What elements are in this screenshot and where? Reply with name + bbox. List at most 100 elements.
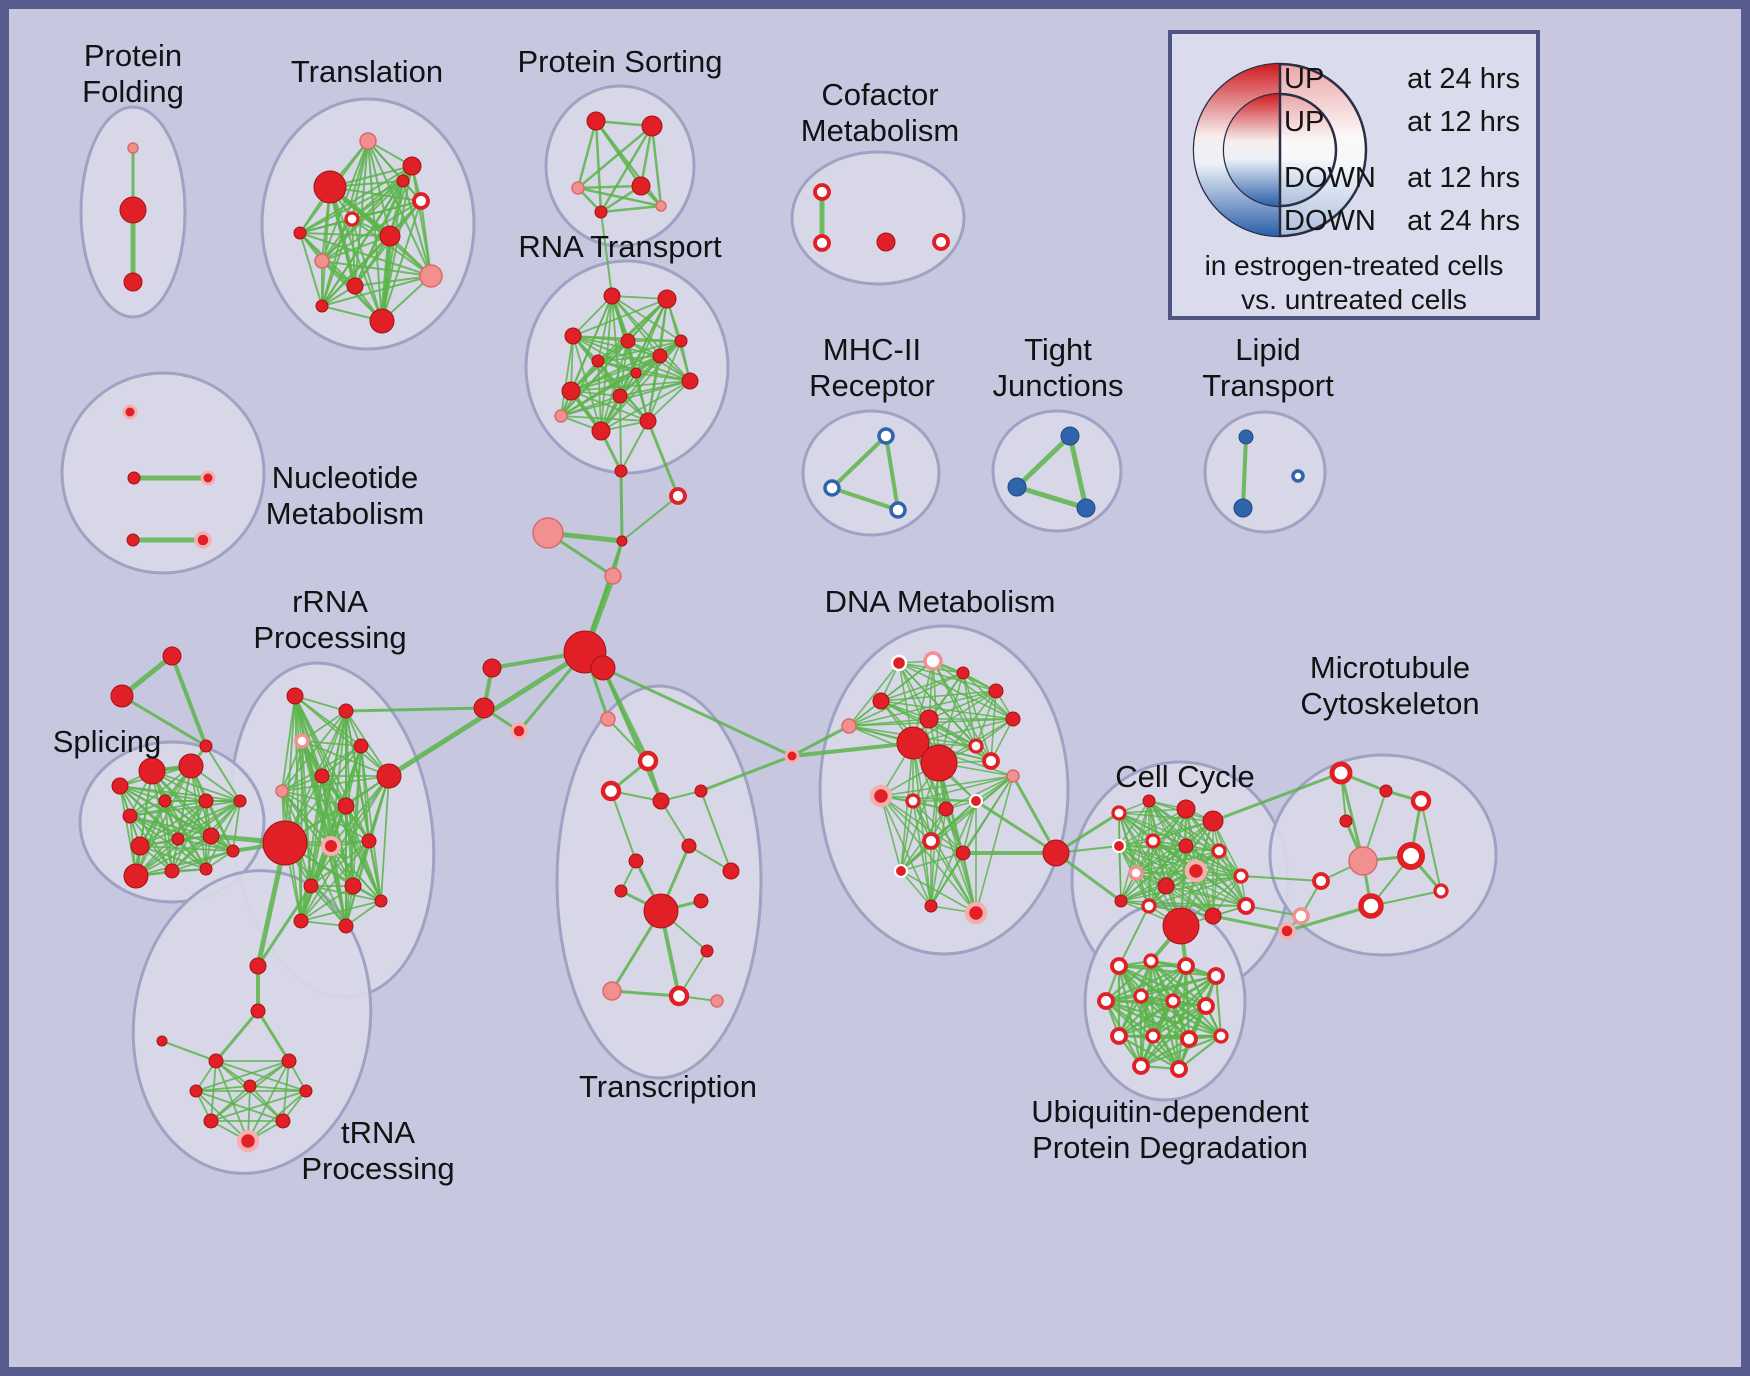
- network-edge: [699, 754, 794, 793]
- network-edge: [900, 870, 932, 907]
- cluster-label: Processing: [301, 1151, 454, 1186]
- network-node: [1110, 957, 1128, 975]
- network-edge: [195, 1060, 290, 1092]
- legend-inner-left-half: [1224, 94, 1280, 206]
- network-node: [1007, 477, 1027, 497]
- network-edge: [247, 1060, 290, 1142]
- network-node: [1358, 893, 1384, 919]
- network-node: [823, 479, 841, 497]
- network-edge: [299, 218, 353, 234]
- network-edge: [912, 800, 977, 914]
- network-edge: [880, 795, 977, 914]
- network-node: [194, 531, 212, 549]
- network-node: [293, 226, 307, 240]
- network-node: [700, 944, 714, 958]
- cluster-label: Lipid: [1235, 332, 1301, 367]
- network-node: [639, 412, 657, 430]
- cluster-label: rRNA: [292, 584, 368, 619]
- network-edge: [1148, 875, 1242, 907]
- network-edge: [1165, 885, 1214, 917]
- network-edge: [330, 845, 382, 902]
- network-node: [243, 1079, 257, 1093]
- network-node: [250, 1003, 266, 1019]
- network-edge: [599, 204, 663, 214]
- network-node: [1111, 838, 1127, 854]
- network-edge: [310, 840, 370, 887]
- network-edge: [345, 805, 354, 887]
- network-edge: [321, 186, 331, 307]
- network-node: [275, 1113, 291, 1129]
- network-node: [641, 115, 663, 137]
- network-edge: [139, 800, 207, 847]
- network-edge: [321, 775, 382, 902]
- network-edge: [621, 495, 679, 542]
- network-edge: [1120, 900, 1214, 917]
- network-edge: [299, 165, 413, 234]
- network-edge: [300, 775, 390, 922]
- network-node: [637, 750, 659, 772]
- network-edge: [281, 790, 370, 842]
- network-edge: [299, 232, 391, 237]
- cluster-ellipse: [544, 84, 696, 248]
- network-node: [905, 793, 921, 809]
- network-edge: [1067, 433, 1089, 511]
- network-node: [877, 427, 895, 445]
- network-node: [171, 832, 185, 846]
- network-edge: [560, 395, 621, 417]
- network-edge: [351, 218, 432, 277]
- network-node: [630, 367, 642, 379]
- network-node: [1433, 883, 1449, 899]
- network-edge: [597, 360, 637, 374]
- network-edge: [281, 775, 390, 792]
- network-node: [202, 827, 220, 845]
- network-edge: [215, 1060, 307, 1092]
- network-edge: [912, 742, 932, 842]
- network-edge: [619, 469, 624, 543]
- network-node: [1292, 907, 1310, 925]
- network-node: [1396, 841, 1426, 871]
- cluster-ellipse: [1268, 753, 1498, 957]
- network-edge: [301, 710, 347, 742]
- network-node: [841, 718, 857, 734]
- network-edge: [354, 180, 404, 287]
- network-edge: [928, 718, 992, 762]
- network-edge: [205, 745, 241, 802]
- network-node: [932, 233, 950, 251]
- network-edge: [570, 390, 649, 422]
- network-edge: [880, 795, 977, 802]
- network-edge: [1139, 1034, 1223, 1068]
- network-edge: [321, 140, 369, 307]
- network-node: [189, 1084, 203, 1098]
- network-edge: [281, 745, 362, 792]
- legend-time-label: at 12 hrs: [1407, 106, 1520, 138]
- network-edge: [281, 740, 303, 792]
- cluster-label: Processing: [253, 620, 406, 655]
- cluster-label: Cell Cycle: [1115, 759, 1255, 794]
- network-edge: [1139, 994, 1223, 1038]
- network-node: [813, 234, 831, 252]
- network-node: [130, 836, 150, 856]
- network-node: [482, 658, 502, 678]
- network-node: [198, 793, 214, 809]
- network-node: [586, 111, 606, 131]
- network-edge: [660, 800, 690, 847]
- network-edge: [597, 360, 602, 432]
- network-edge: [1152, 840, 1242, 877]
- network-edge: [900, 852, 964, 872]
- network-edge: [880, 795, 932, 907]
- network-node: [722, 862, 740, 880]
- network-node: [299, 1084, 313, 1098]
- cluster-label: Transport: [1202, 368, 1334, 403]
- network-node: [694, 784, 708, 798]
- network-edge: [700, 790, 732, 872]
- network-node: [1132, 1057, 1150, 1075]
- cluster-ellipse: [1203, 410, 1327, 534]
- network-edge: [129, 765, 192, 817]
- network-edge: [576, 119, 598, 190]
- network-node: [473, 697, 495, 719]
- network-node: [249, 957, 267, 975]
- network-node: [1076, 498, 1096, 518]
- network-node: [1348, 846, 1378, 876]
- network-edge: [299, 232, 323, 307]
- network-node: [338, 703, 354, 719]
